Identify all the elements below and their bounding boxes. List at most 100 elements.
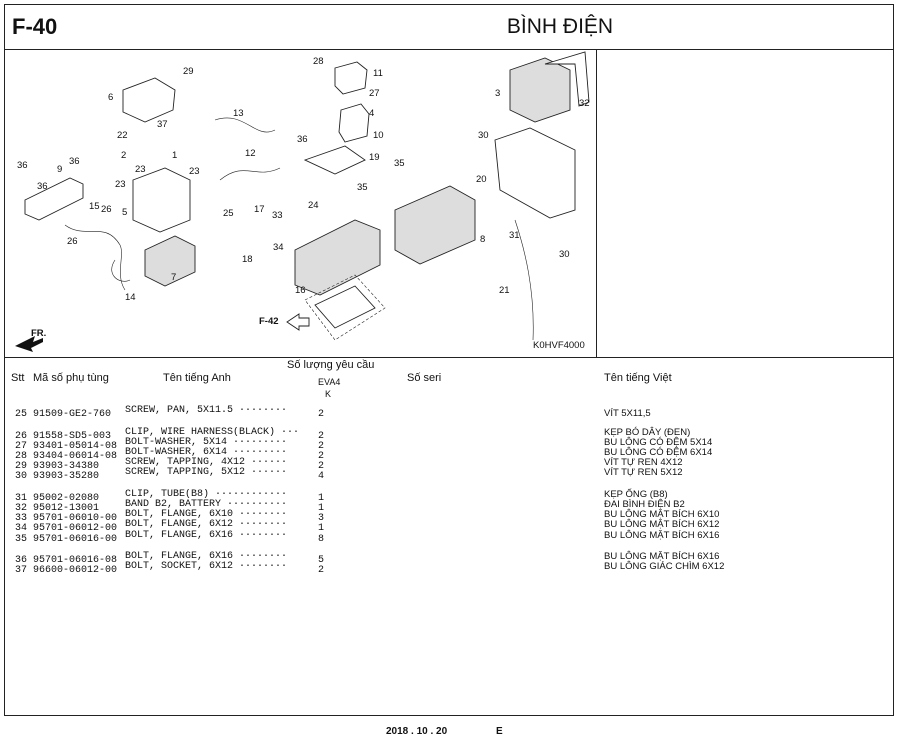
col-serial: Số seri bbox=[407, 372, 442, 384]
footer-edition: E bbox=[496, 726, 503, 737]
row-stt: 29 bbox=[15, 461, 28, 472]
row-stt: 27 bbox=[15, 441, 28, 452]
svg-text:8: 8 bbox=[480, 234, 485, 245]
row-qty: 1 bbox=[318, 523, 325, 534]
row-english-name: BOLT, FLANGE, 6X16 ········ bbox=[125, 530, 288, 541]
svg-text:30: 30 bbox=[559, 249, 570, 260]
svg-text:11: 11 bbox=[373, 68, 383, 79]
svg-text:33: 33 bbox=[272, 210, 283, 221]
row-part-no: 93404-06014-08 bbox=[33, 451, 118, 462]
svg-text:3: 3 bbox=[495, 88, 500, 99]
svg-text:19: 19 bbox=[369, 152, 380, 163]
svg-text:14: 14 bbox=[125, 292, 136, 303]
row-vietnamese-name: BU LÔNG MẶT BÍCH 6X16 bbox=[604, 530, 720, 541]
row-vietnamese-name: BU LÔNG CÓ ĐỆM 6X14 bbox=[604, 447, 713, 458]
svg-text:36: 36 bbox=[297, 134, 308, 145]
svg-text:1: 1 bbox=[172, 150, 177, 161]
row-qty: 2 bbox=[318, 409, 325, 420]
svg-text:21: 21 bbox=[499, 285, 510, 296]
row-vietnamese-name: BU LÔNG MẶT BÍCH 6X10 bbox=[604, 509, 720, 520]
row-stt: 31 bbox=[15, 493, 28, 504]
fr-label: FR. bbox=[31, 328, 46, 339]
row-english-name: SCREW, TAPPING, 4X12 ······ bbox=[125, 457, 288, 468]
header-divider bbox=[5, 357, 893, 358]
svg-text:22: 22 bbox=[117, 130, 128, 141]
row-vietnamese-name: VÍT 5X11,5 bbox=[604, 408, 651, 419]
col-english: Tên tiếng Anh bbox=[163, 372, 231, 384]
svg-text:26: 26 bbox=[67, 236, 78, 247]
row-english-name: BOLT-WASHER, 6X14 ········· bbox=[125, 447, 288, 458]
svg-text:29: 29 bbox=[183, 66, 194, 77]
row-english-name: BOLT, FLANGE, 6X16 ········ bbox=[125, 551, 288, 562]
figure-id: K0HVF4000 bbox=[533, 340, 585, 351]
table-row: 27 93401-05014-08 BOLT-WASHER, 5X14 ······… bbox=[15, 437, 324, 452]
parts-illustration: 29 6 37 22 2 1 23 23 23 5 7 36 9 36 36 1… bbox=[15, 51, 590, 352]
svg-text:15: 15 bbox=[89, 201, 100, 212]
svg-text:32: 32 bbox=[579, 98, 590, 109]
row-english-name: SCREW, PAN, 5X11.5 ········ bbox=[125, 405, 288, 416]
row-part-no: 95701-06016-08 bbox=[33, 555, 118, 566]
row-english-name: CLIP, TUBE(B8) ············ bbox=[125, 489, 288, 500]
svg-text:36: 36 bbox=[69, 156, 80, 167]
section-code: F-40 bbox=[12, 14, 58, 39]
row-qty: 2 bbox=[318, 461, 325, 472]
row-part-no: 93401-05014-08 bbox=[33, 441, 118, 452]
svg-text:5: 5 bbox=[122, 207, 127, 218]
row-stt: 37 bbox=[15, 565, 28, 576]
svg-text:6: 6 bbox=[108, 92, 113, 103]
row-stt: 36 bbox=[15, 555, 28, 566]
row-qty: 2 bbox=[318, 451, 325, 462]
table-row: 29 93903-34380 SCREW, TAPPING, 4X12 ······… bbox=[15, 457, 324, 472]
table-row: 36 95701-06016-08 BOLT, FLANGE, 6X16 ·····… bbox=[15, 551, 324, 566]
row-part-no: 93903-34380 bbox=[33, 461, 100, 472]
row-english-name: BAND B2, BATTERY ·········· bbox=[125, 499, 288, 510]
row-english-name: BOLT, FLANGE, 6X12 ········ bbox=[125, 519, 288, 530]
footer-date: 2018 . 10 . 20 bbox=[386, 726, 448, 737]
svg-text:37: 37 bbox=[157, 119, 168, 130]
row-vietnamese-name: BU LÔNG CÓ ĐỆM 5X14 bbox=[604, 437, 713, 448]
row-qty: 5 bbox=[318, 555, 325, 566]
svg-text:34: 34 bbox=[273, 242, 284, 253]
row-stt: 26 bbox=[15, 431, 28, 442]
row-vietnamese-name: VÍT TỰ REN 5X12 bbox=[604, 467, 683, 478]
row-qty: 3 bbox=[318, 513, 325, 524]
svg-text:25: 25 bbox=[223, 208, 234, 219]
svg-text:23: 23 bbox=[115, 179, 126, 190]
svg-text:17: 17 bbox=[254, 204, 265, 215]
svg-text:16: 16 bbox=[295, 285, 306, 296]
svg-text:31: 31 bbox=[509, 230, 520, 241]
svg-text:7: 7 bbox=[171, 272, 176, 283]
svg-text:20: 20 bbox=[476, 174, 487, 185]
svg-text:23: 23 bbox=[135, 164, 146, 175]
svg-text:27: 27 bbox=[369, 88, 380, 99]
svg-text:13: 13 bbox=[233, 108, 244, 119]
row-english-name: BOLT-WASHER, 5X14 ········· bbox=[125, 437, 288, 448]
row-vietnamese-name: BU LÔNG MẶT BÍCH 6X12 bbox=[604, 519, 720, 530]
row-english-name: SCREW, TAPPING, 5X12 ······ bbox=[125, 467, 288, 478]
svg-text:24: 24 bbox=[308, 200, 319, 211]
svg-text:23: 23 bbox=[189, 166, 200, 177]
page-title: BÌNH ĐIỆN bbox=[506, 15, 614, 38]
row-qty: 1 bbox=[318, 503, 325, 514]
row-stt: 35 bbox=[15, 534, 28, 545]
col-qty-sub2: K bbox=[325, 389, 332, 399]
row-english-name: BOLT, FLANGE, 6X10 ········ bbox=[125, 509, 288, 520]
col-qty: Số lượng yêu cầu bbox=[287, 359, 375, 371]
row-qty: 2 bbox=[318, 441, 325, 452]
row-stt: 28 bbox=[15, 451, 28, 462]
page-frame: F-40 BÌNH ĐIỆN bbox=[4, 4, 894, 716]
row-part-no: 91558-SD5-003 bbox=[33, 431, 112, 442]
col-qty-sub: EVA4 bbox=[318, 377, 341, 387]
row-part-no: 95012-13001 bbox=[33, 503, 100, 514]
row-qty: 1 bbox=[318, 493, 325, 504]
svg-text:26: 26 bbox=[101, 204, 112, 215]
svg-text:28: 28 bbox=[313, 56, 324, 67]
col-part-no: Mã số phụ tùng bbox=[33, 372, 109, 384]
svg-text:30: 30 bbox=[478, 130, 489, 141]
ref-label: F-42 bbox=[259, 316, 279, 327]
